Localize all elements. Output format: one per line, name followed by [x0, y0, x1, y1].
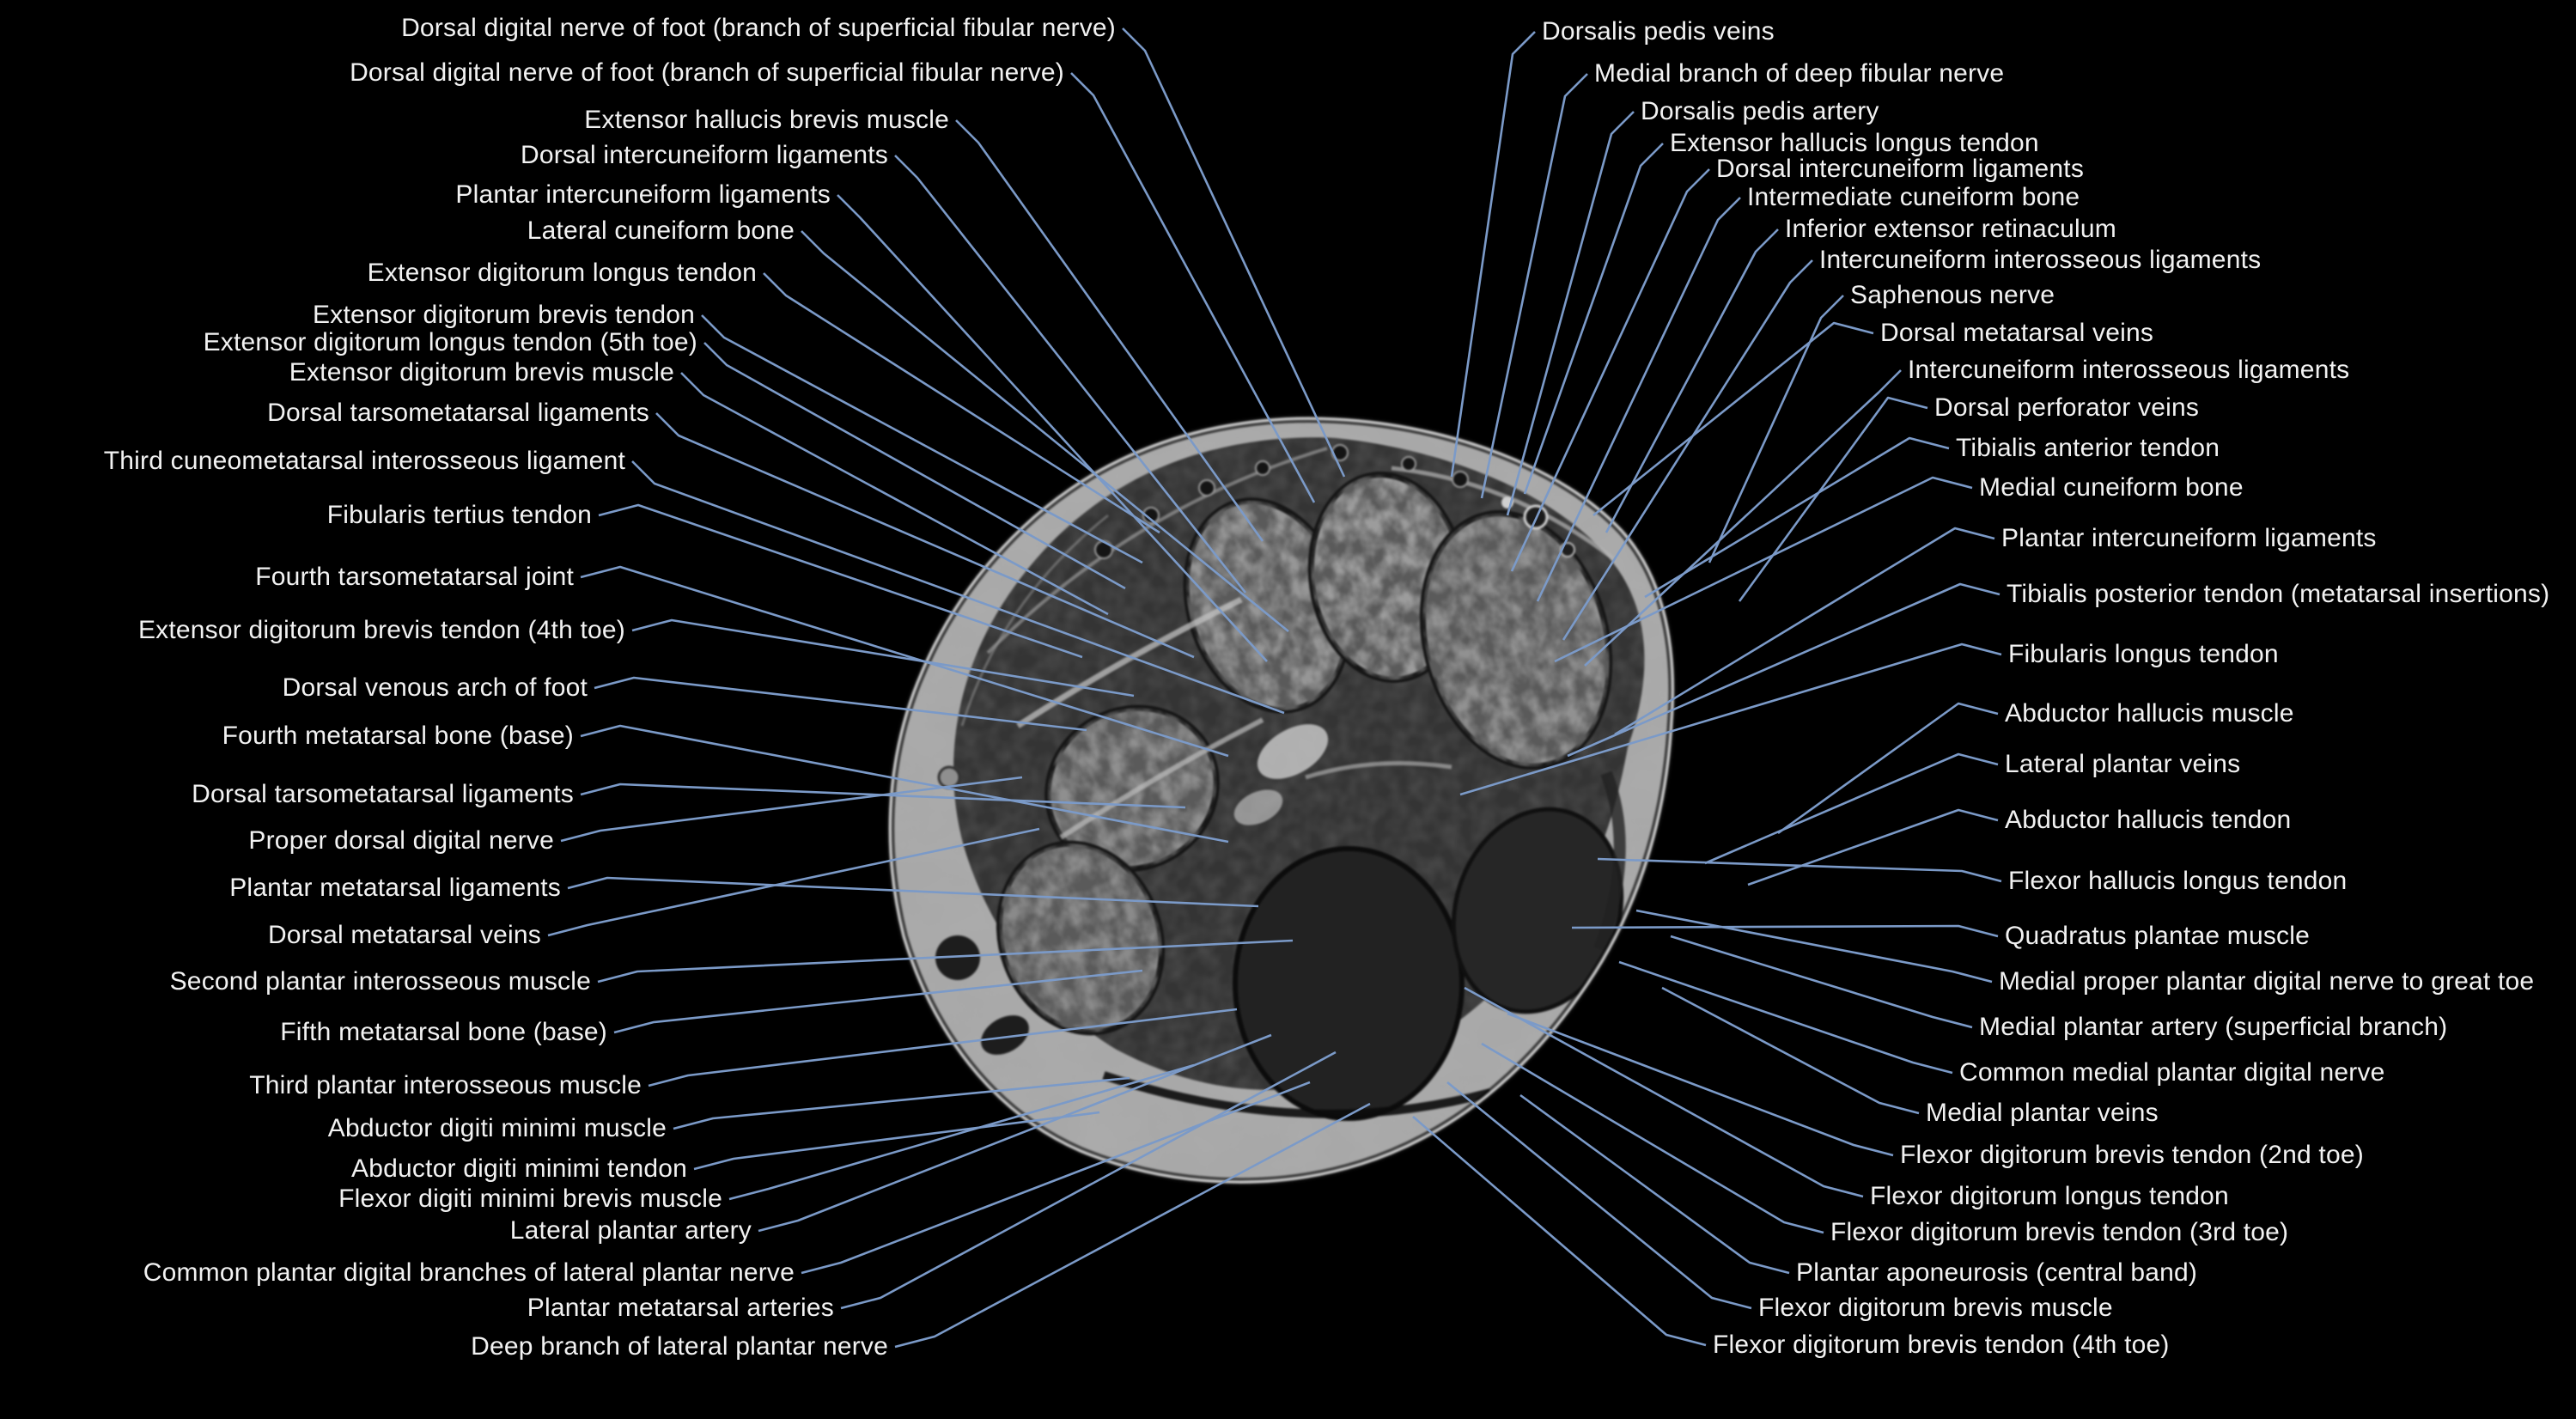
joint-streak: [1305, 761, 1452, 780]
leader-line: [580, 724, 1229, 843]
leader-line: [894, 155, 1247, 594]
leader-line: [580, 565, 1229, 758]
bone-medial-cuneiform: [1419, 510, 1613, 770]
leader-line: [1635, 909, 1993, 984]
leader-line: [655, 412, 1195, 659]
leader-line: [594, 676, 1087, 732]
leader-line: [1412, 1116, 1707, 1347]
leader-line: [1523, 143, 1664, 495]
leader-line: [597, 939, 1294, 984]
leader-line: [801, 1081, 1311, 1275]
extensor-tendon-dots: [1094, 444, 1469, 559]
joint-bright-patch: [1257, 724, 1329, 779]
leader-line: [1747, 808, 1999, 886]
leader-line: [547, 827, 1040, 937]
leader-line: [1644, 436, 1950, 599]
leader-line: [894, 1102, 1371, 1349]
fat-dark-spot: [935, 935, 980, 980]
leader-line: [1070, 72, 1316, 503]
leader-line: [1506, 111, 1635, 516]
joint-streak: [1059, 717, 1264, 840]
leader-line: [1122, 27, 1346, 478]
leader-line: [1584, 369, 1902, 667]
leader-line: [1464, 986, 1864, 1198]
leader-line: [1554, 476, 1973, 663]
dorsal-fascia-line: [960, 514, 1109, 727]
leader-line: [1562, 259, 1813, 641]
mri-axial-foot-image: [886, 414, 1678, 1187]
leader-line: [631, 618, 1135, 697]
leader-line: [567, 876, 1259, 908]
leader-lines: [547, 27, 2002, 1349]
leader-line: [1708, 295, 1844, 563]
leader-line: [763, 272, 1160, 534]
leader-line: [613, 969, 1143, 1034]
leader-line: [1704, 752, 1999, 865]
leader-line: [758, 1033, 1272, 1233]
leader-line: [1507, 1012, 1894, 1157]
leader-line: [728, 1063, 1195, 1201]
leader-line: [1510, 168, 1710, 572]
leader-line: [560, 776, 1023, 843]
leader-line: [1519, 1093, 1790, 1275]
leader-line: [1450, 31, 1536, 478]
leader-line: [1592, 321, 1874, 517]
leader-line: [1446, 1081, 1752, 1310]
leader-line: [1480, 73, 1588, 499]
leader-line: [1777, 702, 1999, 835]
leader-line: [580, 783, 1186, 809]
leader-line: [955, 119, 1264, 542]
leader-line: [1597, 857, 2002, 883]
medial-muscle-band: [1593, 770, 1626, 952]
leader-line: [1481, 1042, 1824, 1234]
leader-line: [1738, 396, 1928, 602]
leader-line: [1670, 935, 1973, 1029]
leader-line: [1661, 986, 1920, 1115]
leader-line: [598, 503, 1083, 659]
bone-fifth-metatarsal-base: [996, 840, 1166, 1036]
leader-line: [648, 1008, 1238, 1087]
leader-line: [693, 1111, 1100, 1171]
leader-line: [1605, 228, 1779, 533]
plantar-muscle-mass: [1233, 846, 1465, 1121]
leader-line: [801, 230, 1289, 633]
bone-fourth-metatarsal-base: [1044, 704, 1220, 873]
leader-line: [1536, 197, 1741, 602]
joint-bright-patch: [1233, 789, 1283, 825]
leader-line: [1567, 582, 2001, 758]
joint-streak: [1016, 596, 1243, 728]
leader-line: [840, 1051, 1337, 1310]
leader-line: [673, 1076, 1130, 1130]
leader-line: [703, 342, 1126, 590]
leader-line: [680, 372, 1109, 616]
leader-line: [1614, 527, 1995, 736]
leader-line: [1459, 643, 2002, 796]
leader-line: [631, 460, 1285, 715]
leader-line: [1571, 924, 1999, 938]
bone-lateral-cuneiform: [1183, 497, 1351, 714]
leader-line: [701, 314, 1143, 564]
leader-line: [1618, 960, 1953, 1075]
fat-dark-spot: [981, 1015, 1029, 1055]
plantar-aponeurosis-line: [1102, 1071, 1492, 1118]
